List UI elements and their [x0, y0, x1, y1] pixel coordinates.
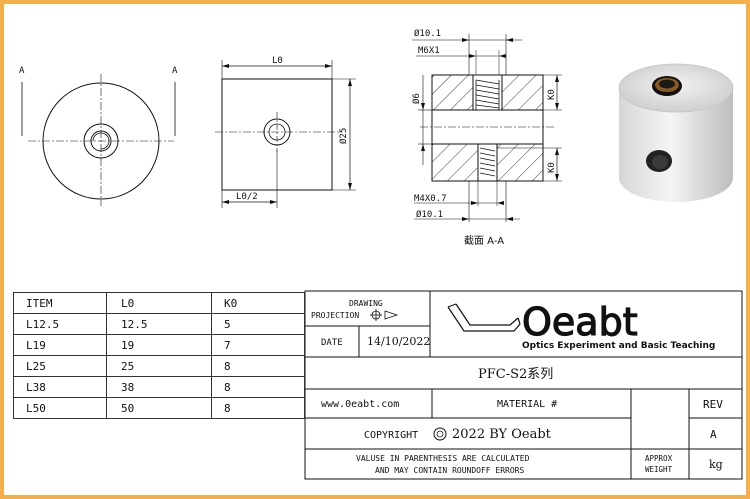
material-label: MATERIAL # [497, 399, 557, 410]
title-block: DRAWING PROJECTION DATE 14/10/2022 Oeabt… [304, 290, 743, 480]
dim-half-length: L0/2 [236, 192, 258, 202]
table-row: L50 50 8 [13, 397, 305, 419]
dim-length: L0 [272, 56, 283, 66]
cell-l0: 38 [106, 376, 212, 398]
weight-label: WEIGHT [645, 465, 673, 474]
cell-item: L25 [13, 355, 107, 377]
cell-item: L12.5 [13, 313, 107, 335]
section-caption: 截面 A-A [464, 234, 504, 247]
brand-logo: Oeabt [522, 300, 638, 344]
cell-k0: 8 [211, 355, 305, 377]
note-line-2: AND MAY CONTAIN ROUNDOFF ERRORS [375, 466, 524, 475]
oeabt-logo: Oeabt Optics Experiment and Basic Teachi… [447, 299, 715, 351]
projection-label: PROJECTION [311, 311, 359, 320]
approx-label: APPROX [645, 454, 673, 463]
cell-k0: 8 [211, 376, 305, 398]
dim-bottom-hole: Ø10.1 [416, 209, 443, 220]
cell-l0: 12.5 [106, 313, 212, 335]
website: www.0eabt.com [321, 399, 399, 410]
projection-icon [370, 309, 399, 321]
dim-top-thread: M6X1 [418, 46, 440, 56]
end-view: A A [19, 66, 178, 206]
dim-depth-bottom: K0 [547, 162, 557, 173]
cell-k0: 8 [211, 397, 305, 419]
section-mark-right: A [172, 66, 178, 76]
front-view: L0 Ø25 L0/2 [215, 56, 356, 208]
cell-item: L19 [13, 334, 107, 356]
dim-depth-top: K0 [547, 89, 557, 100]
cell-item: L50 [13, 397, 107, 419]
brand-tagline: Optics Experiment and Basic Teaching [522, 341, 715, 351]
weight-unit: kg [709, 458, 723, 471]
note-line-1: VALUSE IN PARENTHESIS ARE CALCULATED [356, 454, 530, 463]
table-row: L19 19 7 [13, 334, 305, 356]
table-row: L38 38 8 [13, 376, 305, 398]
dim-bore: Ø6 [411, 93, 422, 104]
items-table: ITEM L0 K0 L12.5 12.5 5 L19 19 7 L25 25 … [13, 292, 305, 419]
section-view: Ø10.1 M6X1 Ø6 K0 K0 M4X0.7 [411, 28, 562, 247]
header-k0: K0 [211, 292, 305, 314]
copyright-icon [433, 427, 447, 441]
table-row: L25 25 8 [13, 355, 305, 377]
copyright-label: COPYRIGHT [364, 430, 418, 441]
copyright-text: 2022 BY Oeabt [452, 427, 552, 442]
rev-label: REV [703, 398, 723, 411]
dim-top-hole: Ø10.1 [414, 28, 441, 39]
date-label: DATE [321, 338, 343, 348]
cell-l0: 50 [106, 397, 212, 419]
cell-k0: 5 [211, 313, 305, 335]
dim-bottom-thread: M4X0.7 [414, 194, 447, 204]
header-l0: L0 [106, 292, 212, 314]
cell-item: L38 [13, 376, 107, 398]
cell-l0: 19 [106, 334, 212, 356]
cell-k0: 7 [211, 334, 305, 356]
cell-l0: 25 [106, 355, 212, 377]
date-value: 14/10/2022 [367, 335, 430, 348]
section-mark-left: A [19, 66, 25, 76]
header-item: ITEM [13, 292, 107, 314]
table-row: L12.5 12.5 5 [13, 313, 305, 335]
dim-diameter: Ø25 [338, 128, 349, 144]
drawing-label: DRAWING [349, 299, 383, 308]
part-render [618, 63, 734, 202]
rev-value: A [710, 428, 717, 441]
part-name: PFC-S2系列 [478, 367, 553, 382]
table-header-row: ITEM L0 K0 [13, 292, 305, 314]
